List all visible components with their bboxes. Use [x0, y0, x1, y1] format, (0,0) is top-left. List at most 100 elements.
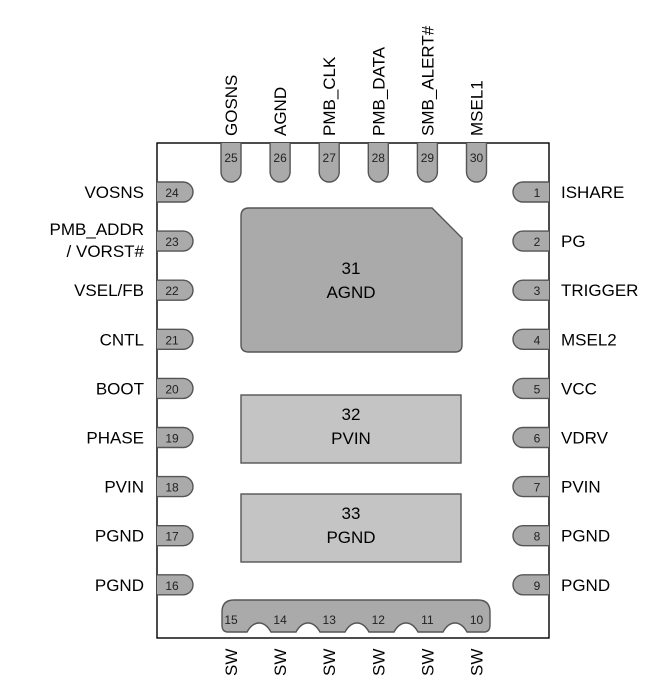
pin-5: 5 VCC — [512, 377, 597, 400]
top-pins: 25 GOSNS 26 AGND 27 PMB_CLK 28 PMB_DATA 29 SMB_AL… — [220, 25, 488, 183]
pin-27-label: PMB_CLK — [320, 56, 339, 136]
pin-3-number: 3 — [534, 284, 541, 298]
pin-28-label: PMB_DATA — [369, 46, 388, 136]
pin-28-number: 28 — [372, 151, 386, 165]
pin-1: 1 ISHARE — [512, 181, 624, 203]
pin-8-number: 8 — [534, 530, 541, 544]
pin-29-label: SMB_ALERT# — [418, 25, 437, 136]
pad-31-name: AGND — [326, 283, 375, 302]
pin-21-shape — [157, 328, 194, 350]
pin-23-shape — [157, 230, 194, 252]
pin-20: 20 BOOT — [96, 377, 194, 400]
pad-32-number: 32 — [342, 405, 361, 424]
pin-20-label: BOOT — [96, 379, 144, 398]
pin-26-shape — [269, 143, 291, 183]
pin-27: 27 PMB_CLK — [318, 56, 340, 183]
pin-18-label: PVIN — [104, 478, 144, 497]
pin-14-label: SW — [271, 649, 290, 676]
pin-5-shape — [512, 377, 549, 400]
pin-25-number: 25 — [224, 151, 238, 165]
pin-12-label: SW — [369, 649, 388, 676]
pin-10-number: 10 — [470, 613, 484, 627]
pin-10-label: SW — [468, 649, 487, 676]
pad-31-shape — [240, 207, 463, 353]
pin-24-shape — [157, 181, 194, 203]
pad-33-pgnd: 33 PGND — [240, 493, 462, 563]
pin-1-label: ISHARE — [561, 183, 624, 202]
pin-6-label: VDRV — [561, 429, 609, 448]
pin-11-number: 11 — [421, 613, 434, 627]
pin-19-shape — [157, 426, 194, 449]
pin-29-shape — [416, 143, 439, 183]
pin-1-number: 1 — [534, 186, 541, 200]
pin-26-number: 26 — [273, 151, 287, 165]
pin-7-number: 7 — [534, 481, 541, 495]
pin-11-label: SW — [418, 649, 437, 676]
pin-25-label: GOSNS — [222, 75, 241, 136]
pin-12-number: 12 — [372, 613, 386, 627]
pin-15-number: 15 — [224, 613, 238, 627]
pin-8: 8 PGND — [512, 525, 610, 547]
pin-8-label: PGND — [561, 527, 610, 546]
pin-9-label: PGND — [561, 576, 610, 595]
pin-25-shape — [220, 143, 242, 183]
pin-15-label: SW — [222, 649, 241, 676]
pin-9-shape — [512, 574, 549, 596]
pin-5-number: 5 — [534, 382, 541, 396]
pin-3-label: TRIGGER — [561, 281, 638, 300]
pad-32-pvin: 32 PVIN — [240, 394, 462, 464]
pin-1-shape — [512, 181, 549, 203]
pin-29: 29 SMB_ALERT# — [416, 25, 439, 183]
pin-25: 25 GOSNS — [220, 75, 242, 183]
pin-22-shape — [157, 279, 194, 301]
pin-4-shape — [512, 328, 549, 350]
pin-23-label-line-1: PMB_ADDR — [50, 220, 144, 239]
pin-9-number: 9 — [534, 579, 541, 593]
pin-6-number: 6 — [534, 432, 541, 446]
pin-8-shape — [512, 525, 549, 547]
sw-pin-bar — [221, 599, 491, 633]
pad-31-number: 31 — [342, 259, 361, 278]
pin-16-number: 16 — [165, 579, 179, 593]
pin-27-shape — [318, 143, 340, 183]
pin-27-number: 27 — [323, 151, 337, 165]
pin-21-label: CNTL — [100, 330, 144, 349]
pin-4-label: MSEL2 — [561, 330, 617, 349]
pin-29-number: 29 — [421, 151, 435, 165]
pin-7-shape — [512, 475, 549, 498]
pin-13-label: SW — [320, 649, 339, 676]
pin-17-number: 17 — [165, 530, 179, 544]
pin-2-shape — [512, 230, 549, 252]
pin-28-shape — [367, 143, 389, 183]
pin-17-label: PGND — [95, 527, 144, 546]
pin-24-number: 24 — [165, 186, 179, 200]
pin-5-label: VCC — [561, 379, 597, 398]
pin-18-shape — [157, 475, 194, 498]
pin-3-shape — [512, 279, 549, 301]
pad-33-shape — [240, 493, 462, 563]
pin-26-label: AGND — [271, 87, 290, 136]
pin-19-number: 19 — [165, 432, 179, 446]
pin-17: 17 PGND — [95, 525, 194, 547]
pin-17-shape — [157, 525, 194, 547]
pin-22-label: VSEL/FB — [74, 281, 144, 300]
pin-20-number: 20 — [165, 382, 179, 396]
